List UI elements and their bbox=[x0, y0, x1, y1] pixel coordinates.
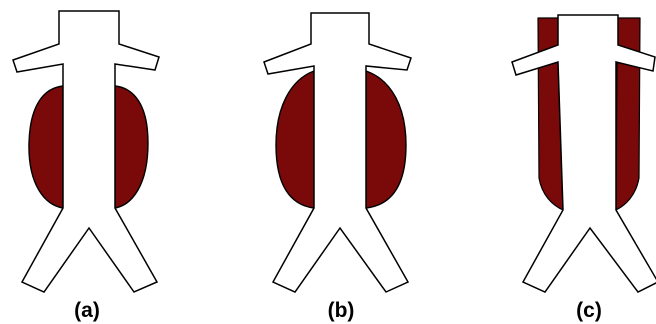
panel-c-caption: (c) bbox=[576, 299, 602, 322]
panel-a: (a) bbox=[13, 11, 159, 322]
panel-b: (b) bbox=[264, 13, 411, 322]
panel-b-caption: (b) bbox=[328, 299, 355, 322]
panel-a-caption: (a) bbox=[74, 299, 100, 322]
panel-c: (c) bbox=[512, 15, 656, 322]
